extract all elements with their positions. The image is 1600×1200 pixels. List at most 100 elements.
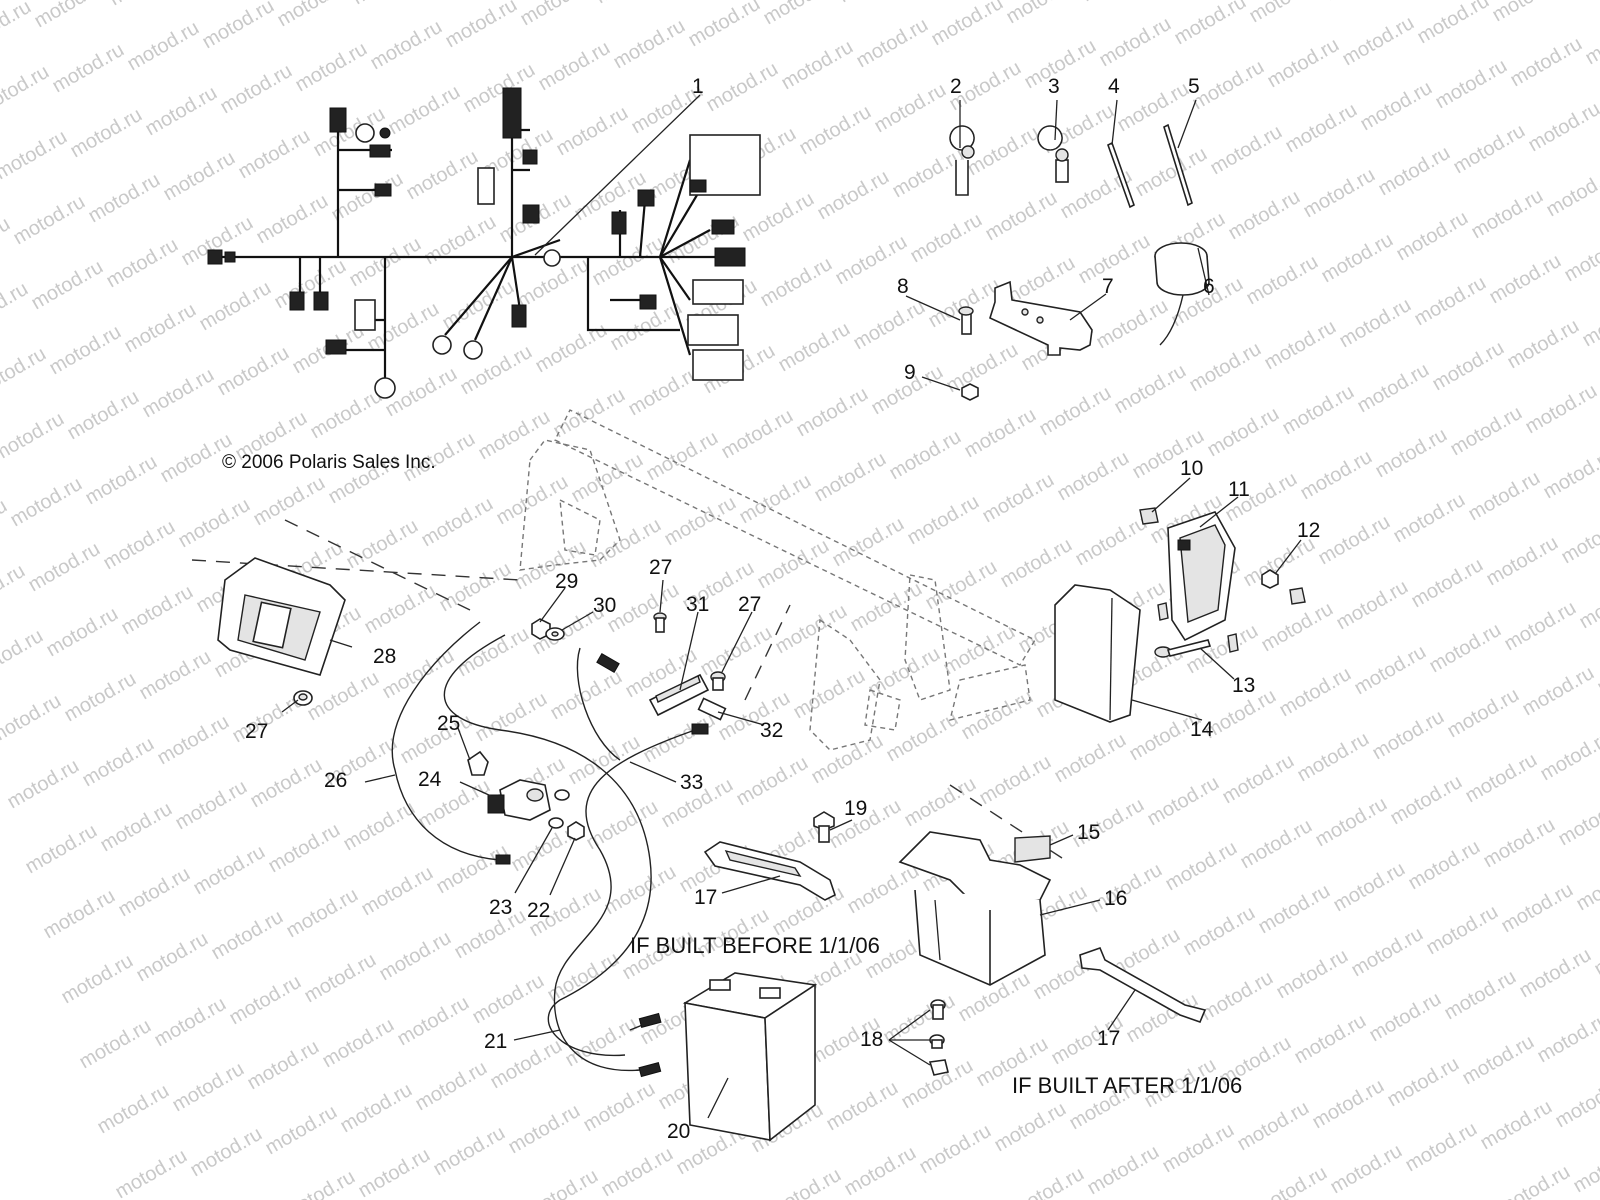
watermark-text: motod.ru [1570,1139,1600,1198]
leader-lines [281,94,1302,1119]
dashed-leader-left-2 [284,519,471,611]
watermark-text: motod.ru [1273,945,1352,1004]
watermark-text: motod.ru [1114,78,1193,137]
watermark-text: motod.ru [1309,1075,1388,1134]
watermark-text: motod.ru [850,296,929,355]
watermark-text: motod.ru [1597,358,1600,417]
watermark-text: motod.ru [901,773,980,832]
watermark-text: motod.ru [85,169,164,228]
watermark-text: motod.ru [115,863,194,922]
watermark-text: motod.ru [208,906,287,965]
callout-11: 11 [1228,478,1250,501]
callout-9: 9 [904,361,916,384]
watermark-text: motod.ru [1282,99,1361,158]
watermark-text: motod.ru [601,861,680,920]
watermark-text: motod.ru [739,188,818,247]
bolt-19 [813,811,835,843]
callout-17-after: 17 [1097,1027,1120,1050]
watermark-text: motod.ru [0,126,71,185]
watermark-text: motod.ru [1423,901,1502,960]
watermark-text: motod.ru [385,81,464,140]
watermark-text: motod.ru [439,276,518,335]
watermark-text: motod.ru [94,1080,173,1139]
callout-33: 33 [680,771,703,794]
watermark-text: motod.ru [1540,445,1600,504]
watermark-text: motod.ru [1351,641,1430,700]
watermark-text: motod.ru [778,36,857,95]
watermark-text: motod.ru [598,1143,677,1200]
callout-27-left: 27 [245,720,268,743]
washer-30 [545,627,565,641]
callout-10: 10 [1180,457,1203,480]
watermark-text: motod.ru [1072,512,1151,571]
watermark-text: motod.ru [583,796,662,855]
wiring-harness [207,87,761,399]
watermark-text: motod.ru [1414,0,1493,48]
watermark-text: motod.ru [553,102,632,161]
watermark-text: motod.ru [0,343,50,402]
watermark-text: motod.ru [904,491,983,550]
battery-box-16 [898,831,1052,986]
callout-22: 22 [527,899,550,922]
watermark-text: motod.ru [412,1057,491,1116]
watermark-text: motod.ru [301,949,380,1008]
watermark-text: motod.ru [1348,923,1427,982]
callout-5: 5 [1188,75,1200,98]
watermark-text: motod.ru [718,405,797,464]
callout-12: 12 [1297,519,1320,542]
watermark-text: motod.ru [271,255,350,314]
watermark-text: motod.ru [0,560,29,619]
watermark-text: motod.ru [610,15,689,74]
watermark-text: motod.ru [292,38,371,97]
watermark-text: motod.ru [979,469,1058,528]
vehicle-frame [519,409,1036,751]
watermark-text: motod.ru [1315,511,1394,570]
capacitor-6 [1154,242,1210,346]
watermark-text: motod.ru [280,1166,359,1200]
watermark-text: motod.ru [1543,163,1600,222]
watermark-text: motod.ru [841,1142,920,1200]
watermark-text: motod.ru [253,190,332,249]
watermark-text: motod.ru [1009,1163,1088,1200]
watermark-text: motod.ru [703,58,782,117]
watermark-text: motod.ru [1486,250,1565,309]
watermark-text: motod.ru [1564,0,1600,4]
watermark-text: motod.ru [565,731,644,790]
watermark-text: motod.ru [772,600,851,659]
watermark-text: motod.ru [736,470,815,529]
watermark-text: motod.ru [7,473,86,532]
watermark-text: motod.ru [793,383,872,442]
watermark-text: motod.ru [523,1165,602,1200]
watermark-text: motod.ru [160,147,239,206]
watermark-text: motod.ru [1507,33,1586,92]
cover-28 [217,557,346,676]
watermark-text: motod.ru [1450,120,1529,179]
watermark-text: motod.ru [544,948,623,1007]
watermark-text: motod.ru [766,1164,845,1200]
watermark-text: motod.ru [262,1101,341,1160]
watermark-text: motod.ru [1276,663,1355,722]
hold-down-17-before [703,841,836,901]
watermark-text: motod.ru [79,733,158,792]
watermark-text: motod.ru [1591,922,1600,981]
watermark-text: motod.ru [844,860,923,919]
watermark-text: motod.ru [1354,359,1433,418]
watermark-text: motod.ru [1480,814,1559,873]
watermark-text: motod.ru [1369,706,1448,765]
watermark-text: motod.ru [226,971,305,1030]
watermark-text: motod.ru [97,798,176,857]
nut-9 [961,383,979,401]
watermark-text: motod.ru [1489,0,1568,26]
watermark-text: motod.ru [0,0,35,54]
caption-after: IF BUILT AFTER 1/1/06 [1012,1073,1242,1098]
watermark-text: motod.ru [1534,1009,1600,1068]
callout-30: 30 [593,594,616,617]
watermark-text: motod.ru [4,755,83,814]
watermark-text: motod.ru [562,1013,641,1072]
callout-27-top: 27 [649,556,672,579]
callout-6: 6 [1203,275,1215,298]
watermark-text: motod.ru [121,299,200,358]
watermark-text: motod.ru [1393,207,1472,266]
watermark-text: motod.ru [1333,576,1412,635]
